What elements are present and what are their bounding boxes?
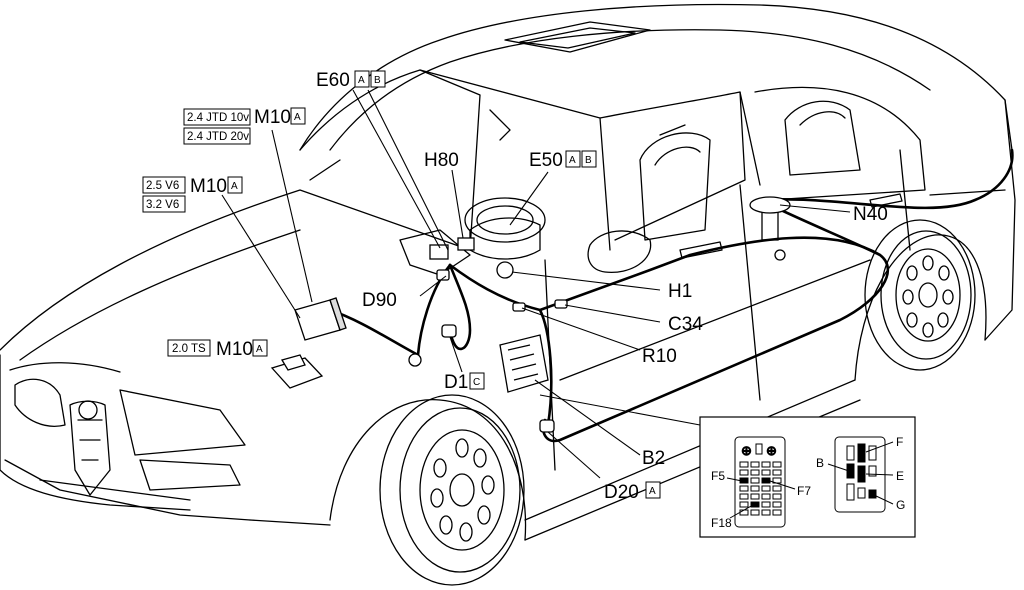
svg-text:A: A bbox=[294, 112, 301, 123]
svg-text:3.2 V6: 3.2 V6 bbox=[146, 199, 179, 211]
svg-text:C: C bbox=[473, 377, 480, 388]
svg-text:2.4 JTD 10v: 2.4 JTD 10v bbox=[187, 112, 249, 124]
svg-text:⊕: ⊕ bbox=[766, 443, 777, 458]
svg-text:A: A bbox=[358, 75, 365, 86]
svg-text:B2: B2 bbox=[642, 448, 665, 469]
label-h1: H1 bbox=[668, 281, 692, 302]
svg-text:H1: H1 bbox=[668, 281, 692, 302]
component-r10 bbox=[512, 302, 526, 312]
svg-text:B: B bbox=[585, 155, 592, 166]
component-h1 bbox=[496, 261, 514, 279]
fuse-f5-label: F5 bbox=[711, 469, 725, 483]
svg-text:A: A bbox=[231, 181, 238, 192]
label-c34: C34 bbox=[668, 314, 703, 335]
svg-text:D20: D20 bbox=[604, 482, 639, 503]
svg-text:A: A bbox=[569, 155, 576, 166]
svg-text:2.0 TS: 2.0 TS bbox=[172, 343, 206, 355]
label-b2: B2 bbox=[642, 448, 665, 469]
svg-text:A: A bbox=[256, 344, 263, 355]
label-e50: E50 A B bbox=[529, 150, 597, 171]
svg-text:2.5 V6: 2.5 V6 bbox=[146, 180, 179, 192]
rear-wheel bbox=[864, 219, 976, 371]
label-h80: H80 bbox=[424, 150, 459, 171]
connector-d1 bbox=[441, 324, 457, 338]
fusebox-inset: ⊕ ⊕ F5 F7 F18 bbox=[699, 416, 916, 538]
fuse-f18-label: F18 bbox=[711, 516, 732, 530]
fuse-f7-label: F7 bbox=[797, 484, 811, 498]
svg-text:2.4 JTD 20v: 2.4 JTD 20v bbox=[187, 131, 249, 143]
components bbox=[270, 196, 791, 433]
relay-e-label: E bbox=[896, 469, 904, 483]
label-m10-ts: 2.0 TS M10 A bbox=[167, 339, 268, 360]
component-e60 bbox=[429, 244, 449, 260]
relay-f-label: F bbox=[896, 435, 903, 449]
front-wheel bbox=[379, 394, 525, 586]
label-d1: D1 C bbox=[444, 372, 485, 393]
component-h80 bbox=[457, 237, 475, 251]
label-d20: D20 A bbox=[604, 481, 661, 503]
relay-g-label: G bbox=[896, 498, 905, 512]
svg-text:M10: M10 bbox=[254, 107, 291, 128]
svg-text:N40: N40 bbox=[853, 204, 888, 225]
svg-text:H80: H80 bbox=[424, 150, 459, 171]
component-c34 bbox=[554, 299, 568, 309]
label-e60: E60 A B bbox=[316, 70, 386, 91]
svg-text:D1: D1 bbox=[444, 372, 468, 393]
svg-text:C34: C34 bbox=[668, 314, 703, 335]
svg-text:E60: E60 bbox=[316, 70, 350, 91]
car-body bbox=[0, 3, 1016, 541]
relay-b-label: B bbox=[816, 456, 824, 470]
svg-text:E50: E50 bbox=[529, 150, 563, 171]
fuse-panel-left: ⊕ ⊕ bbox=[726, 436, 796, 528]
leader-lines bbox=[221, 89, 851, 479]
label-m10-v6: 2.5 V6 3.2 V6 M10 A bbox=[142, 176, 243, 213]
svg-text:M10: M10 bbox=[190, 176, 227, 197]
fuel-pump-n40 bbox=[749, 196, 791, 214]
connector-d20 bbox=[539, 419, 555, 433]
svg-text:A: A bbox=[649, 486, 656, 497]
connector-d90 bbox=[436, 269, 450, 281]
relay-panel-right bbox=[827, 436, 894, 513]
label-r10: R10 bbox=[642, 346, 677, 367]
label-d90: D90 bbox=[362, 290, 397, 311]
label-n40: N40 bbox=[853, 204, 888, 225]
label-m10-jtd: 2.4 JTD 10v 2.4 JTD 20v M10 A bbox=[183, 107, 306, 145]
svg-text:R10: R10 bbox=[642, 346, 677, 367]
svg-text:D90: D90 bbox=[362, 290, 397, 311]
svg-text:⊕: ⊕ bbox=[741, 443, 752, 458]
fusebox-b2 bbox=[499, 334, 549, 393]
svg-text:M10: M10 bbox=[216, 339, 253, 360]
svg-text:B: B bbox=[374, 75, 381, 86]
